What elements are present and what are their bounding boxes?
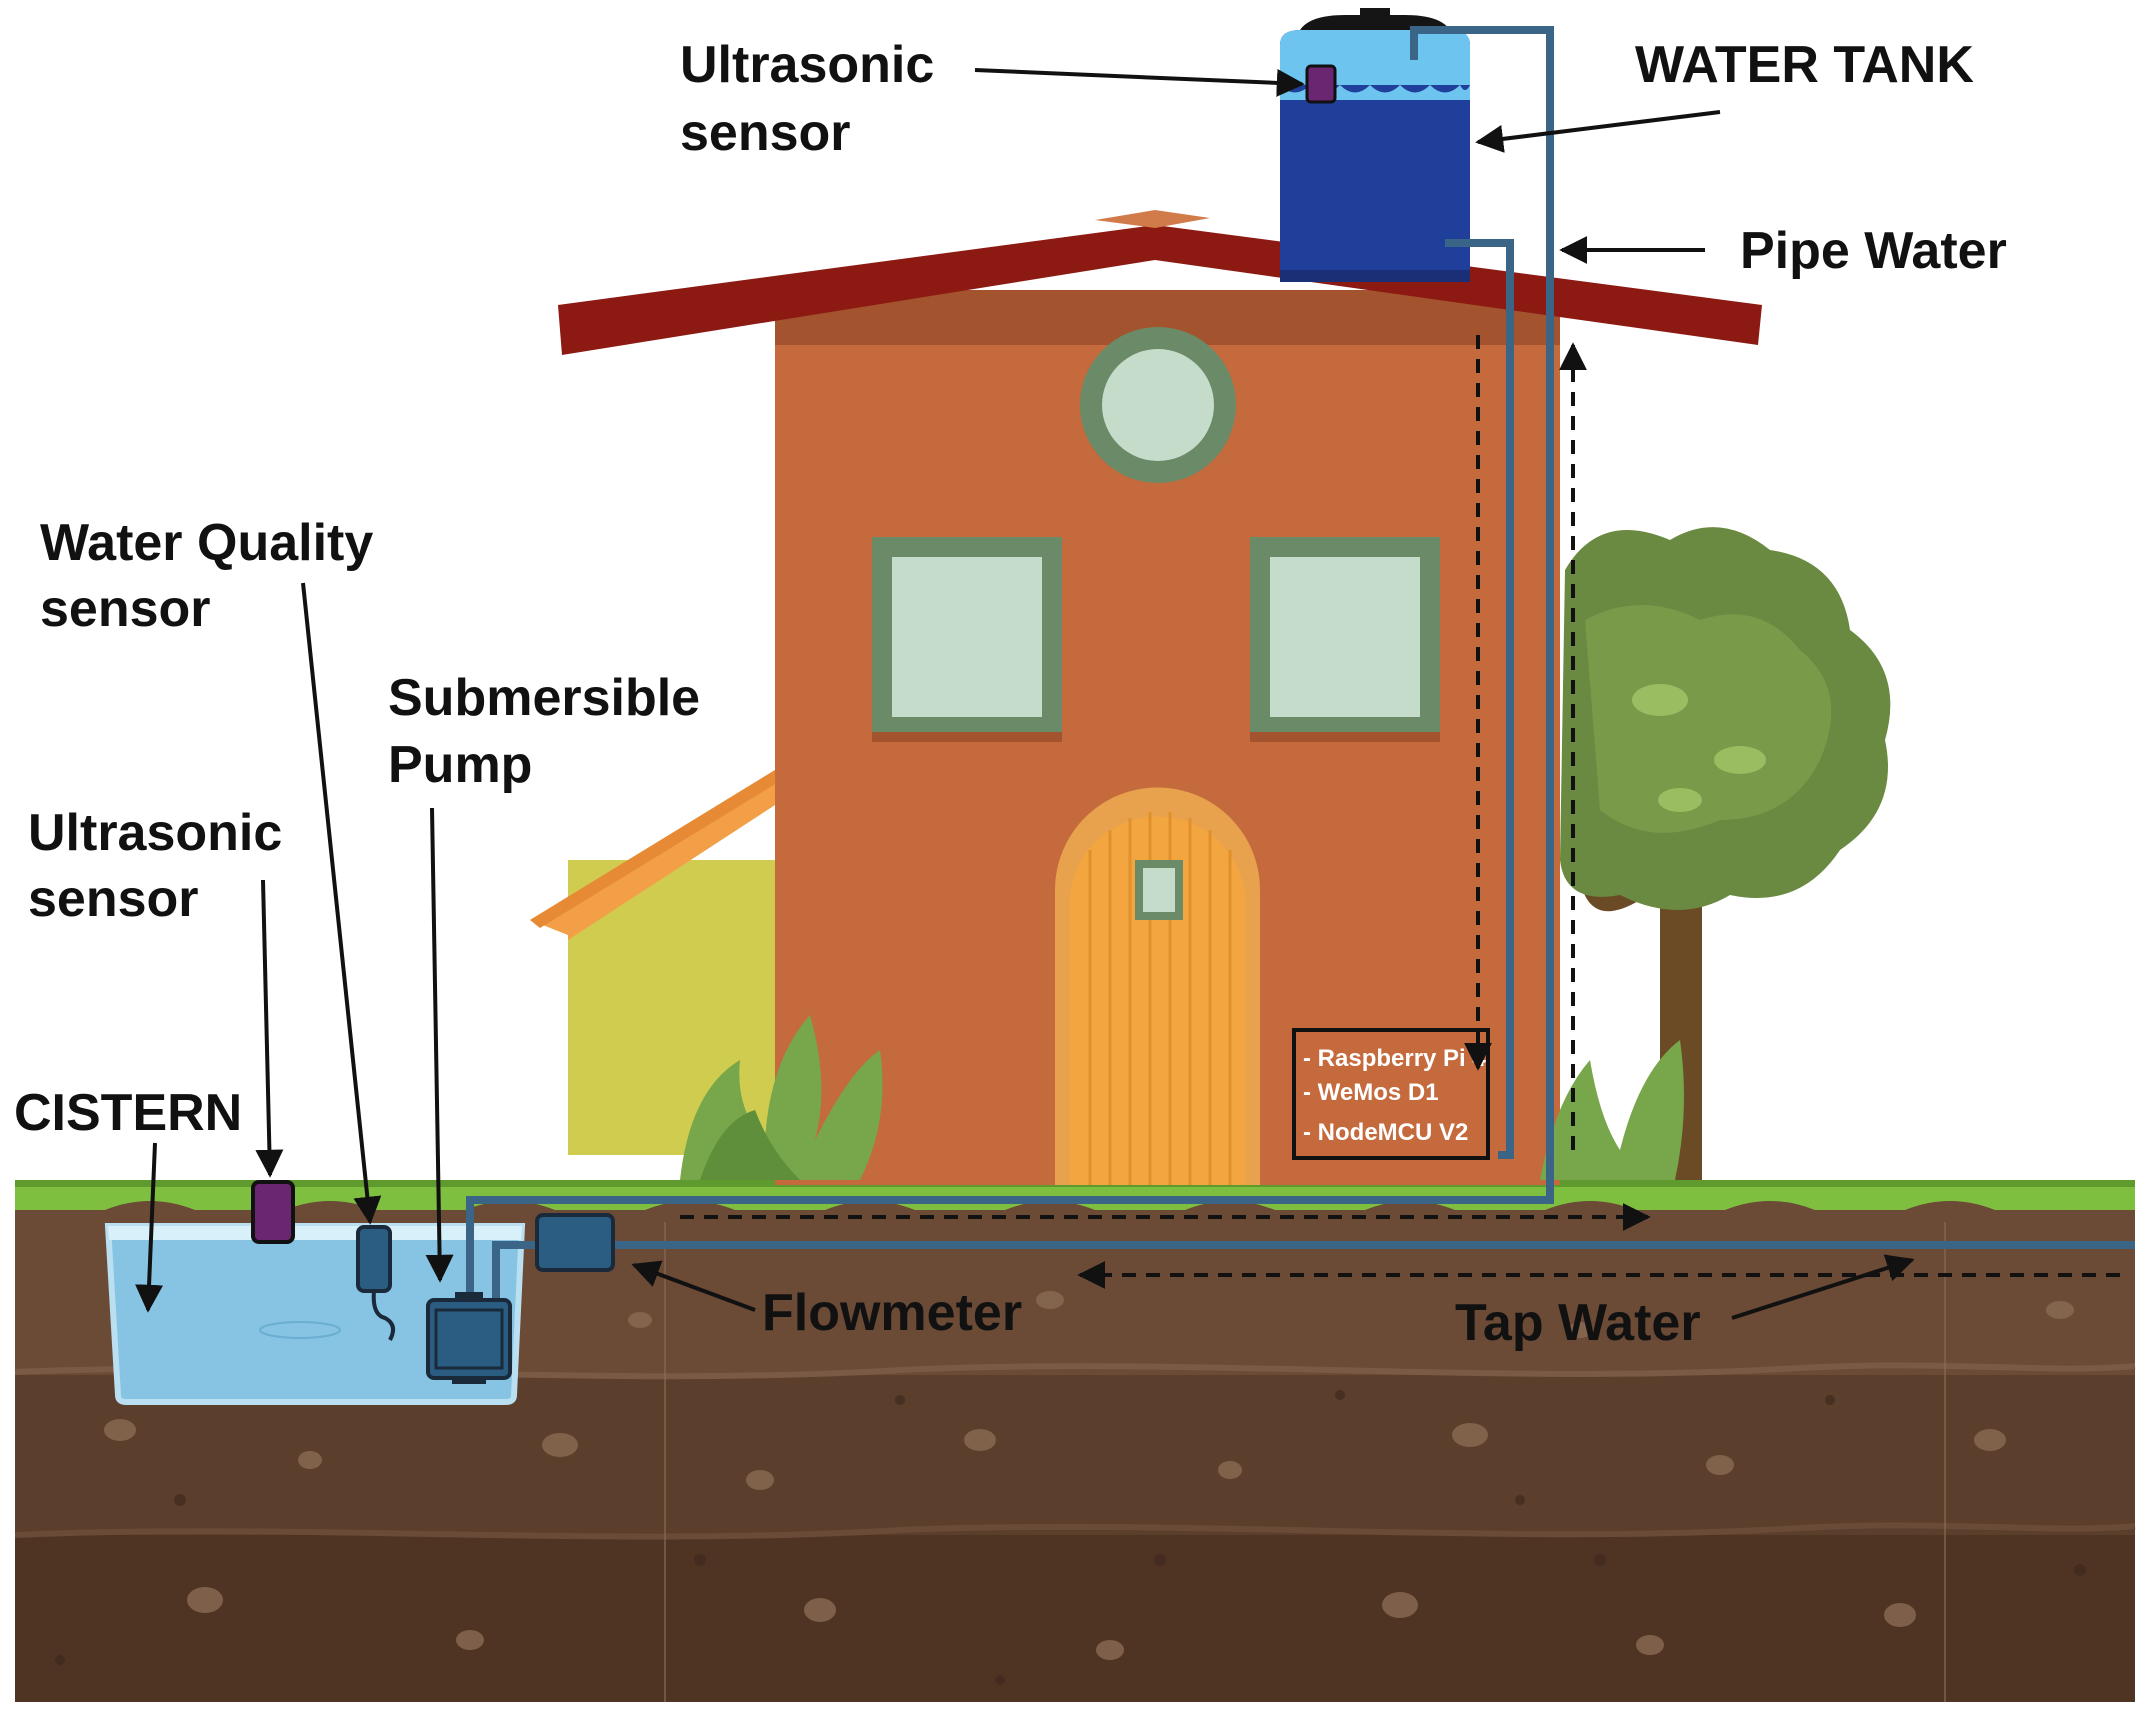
roof	[558, 225, 1762, 355]
flow-arrows	[680, 335, 2120, 1289]
label-flowmeter: Flowmeter	[762, 1284, 1022, 1342]
supply-pipe	[466, 26, 1554, 1305]
label-cistern: CISTERN	[14, 1084, 242, 1142]
label-submersible-2: Pump	[388, 736, 532, 794]
bush-right	[1540, 1040, 1684, 1180]
controller-box: - Raspberry Pi 4 - WeMos D1 - NodeMCU V2	[1292, 1028, 1490, 1160]
ultrasonic-sensor-cistern	[251, 1180, 295, 1244]
label-arrows	[135, 68, 1915, 1320]
front-door	[1055, 787, 1260, 1185]
label-ultrasonic-left-1: Ultrasonic	[28, 804, 282, 862]
label-ultrasonic-top-2: sensor	[680, 104, 851, 162]
label-water-quality-2: sensor	[40, 580, 211, 638]
label-pipe-water: Pipe Water	[1740, 222, 2007, 280]
controller-nodemcu: - NodeMCU V2	[1303, 1119, 1468, 1146]
labels: Ultrasonic sensor WATER TANK Pipe Water …	[14, 36, 2007, 1352]
label-submersible-1: Submersible	[388, 669, 700, 727]
window-left	[872, 537, 1062, 742]
submersible-pump	[426, 1292, 512, 1384]
pipe-network	[466, 26, 2135, 1305]
label-tap-water: Tap Water	[1455, 1294, 1701, 1352]
water-tank	[1280, 8, 1470, 282]
water-quality-sensor	[356, 1225, 396, 1341]
label-water-tank: WATER TANK	[1635, 36, 1974, 94]
label-ultrasonic-left-2: sensor	[28, 870, 199, 928]
flowmeter	[535, 1213, 615, 1272]
controller-wemos: - WeMos D1	[1303, 1079, 1439, 1106]
house-annex	[530, 770, 785, 1155]
tree	[1560, 527, 1891, 1180]
house-inlet-pipe	[1445, 239, 1514, 1159]
bush-left	[680, 1015, 883, 1180]
ground	[14, 1180, 2136, 1702]
controller-raspberry-pi: - Raspberry Pi 4	[1303, 1045, 1486, 1072]
window-right	[1250, 537, 1440, 742]
ultrasonic-sensor-tank	[1305, 64, 1337, 104]
cistern-tank	[104, 1223, 526, 1405]
tap-water-pipe	[492, 1241, 2135, 1305]
label-water-quality-1: Water Quality	[40, 514, 373, 572]
label-ultrasonic-top-1: Ultrasonic	[680, 36, 934, 94]
